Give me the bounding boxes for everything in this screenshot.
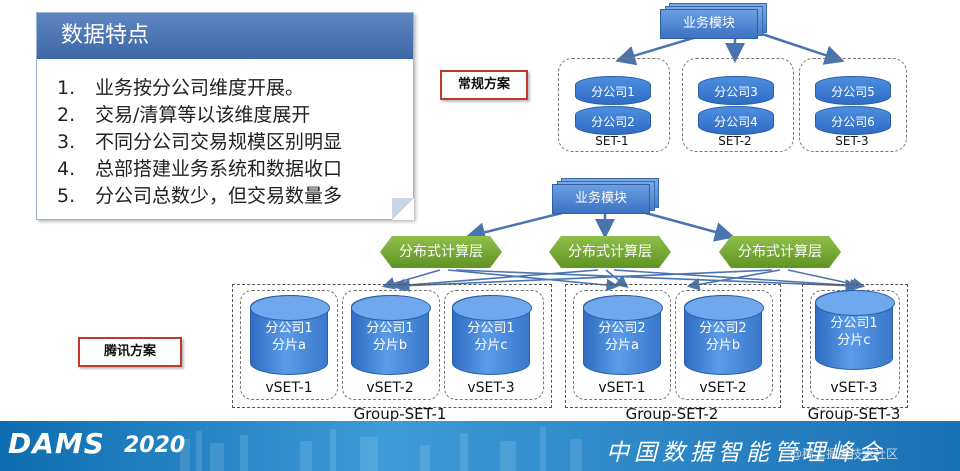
watermark: @稀土掘金技术社区 [790, 447, 899, 461]
features-list: 1.业务按分公司维度开展。 2.交易/清算等以该维度展开 3.不同分公司交易规模… [57, 75, 342, 210]
vset-box [240, 290, 338, 400]
group-label: Group-SET-1 [353, 405, 447, 423]
set-label: SET-2 [718, 134, 752, 148]
list-item: 5.分公司总数少，但交易数量多 [57, 185, 343, 207]
group-set-3-box [802, 284, 908, 408]
list-item: 4.总部搭建业务系统和数据收口 [57, 158, 343, 180]
compute-layer: 分布式计算层 [380, 236, 502, 268]
panel-title: 数据特点 [37, 13, 413, 59]
list-item: 3.不同分公司交易规模区别明显 [57, 131, 343, 153]
set-2-box [682, 58, 794, 152]
db-cylinder: 分公司5 [815, 76, 891, 105]
skyline-decoration [180, 427, 582, 471]
group-set-2-box [565, 284, 781, 408]
db-cylinder: 分公司2 [575, 106, 651, 135]
group-label: Group-SET-3 [807, 405, 901, 423]
compute-layer: 分布式计算层 [719, 236, 841, 268]
tencent-label: 腾讯方案 [78, 337, 182, 367]
vset-label: vSET-1 [265, 380, 313, 396]
db-cylinder: 分公司6 [815, 106, 891, 135]
vset-label: vSET-3 [830, 380, 878, 396]
business-module: 业务模块 [552, 184, 650, 214]
list-item: 2.交易/清算等以该维度展开 [57, 104, 311, 126]
brand-logo: DAMS [8, 427, 105, 460]
vset-box [675, 290, 773, 400]
summit-title: 中国数据智能管理峰会 [606, 440, 886, 466]
vset-label: vSET-2 [699, 380, 747, 396]
set-1-box [558, 58, 670, 152]
group-label: Group-SET-2 [625, 405, 719, 423]
group-set-1-box [232, 284, 552, 408]
footer-banner: DAMS 2020 中国数据智能管理峰会 @稀土掘金技术社区 [0, 421, 960, 471]
db-cylinder: 分公司1 [575, 76, 651, 105]
db-cylinder: 分公司4 [698, 106, 774, 135]
set-3-box [799, 58, 907, 152]
vset-label: vSET-3 [467, 380, 515, 396]
features-panel: 数据特点 1.业务按分公司维度开展。 2.交易/清算等以该维度展开 3.不同分公… [36, 12, 414, 220]
business-module: 业务模块 [660, 9, 758, 39]
vset-label: vSET-1 [598, 380, 646, 396]
list-item: 1.业务按分公司维度开展。 [57, 77, 305, 99]
set-label: SET-3 [835, 134, 869, 148]
db-cylinder: 分公司3 [698, 76, 774, 105]
vset-box [573, 290, 671, 400]
vset-box [342, 290, 440, 400]
vset-label: vSET-2 [366, 380, 414, 396]
conventional-label: 常规方案 [440, 70, 528, 100]
page-fold-corner [392, 198, 414, 220]
vset-box [444, 290, 544, 400]
brand-year: 2020 [124, 433, 186, 458]
set-label: SET-1 [595, 134, 629, 148]
compute-layer: 分布式计算层 [549, 236, 671, 268]
